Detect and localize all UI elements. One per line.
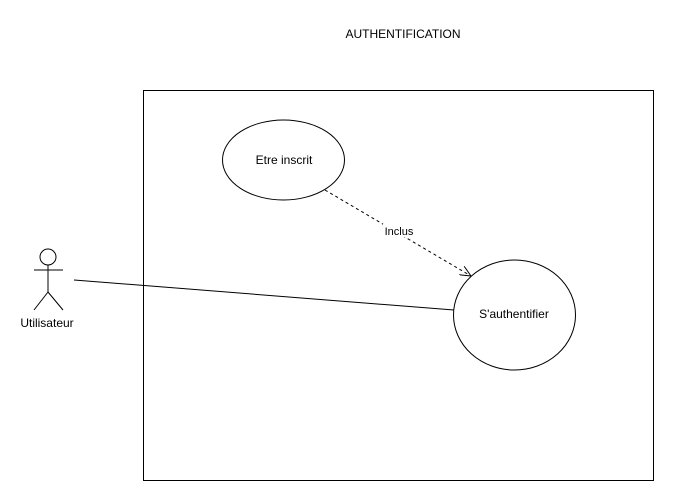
include-label: Inclus (385, 226, 414, 238)
association-line (73, 279, 455, 311)
actor-head (39, 248, 57, 266)
actor-utilisateur: Utilisateur (20, 248, 74, 330)
system-boundary (143, 90, 654, 481)
use-case-etre-inscrit: Etre inscrit (222, 119, 345, 201)
use-case-label: Etre inscrit (256, 153, 313, 167)
actor-left-leg (33, 291, 49, 311)
actor-right-leg (47, 291, 64, 311)
include-label-background (383, 224, 415, 237)
use-case-label: S'authentifier (479, 307, 549, 321)
use-case-ellipse (222, 119, 345, 201)
diagram-title: AUTHENTIFICATION (345, 27, 460, 41)
use-case-sauthentifier: S'authentifier (453, 259, 576, 371)
use-case-ellipse (453, 259, 576, 371)
actor-label: Utilisateur (20, 316, 73, 330)
